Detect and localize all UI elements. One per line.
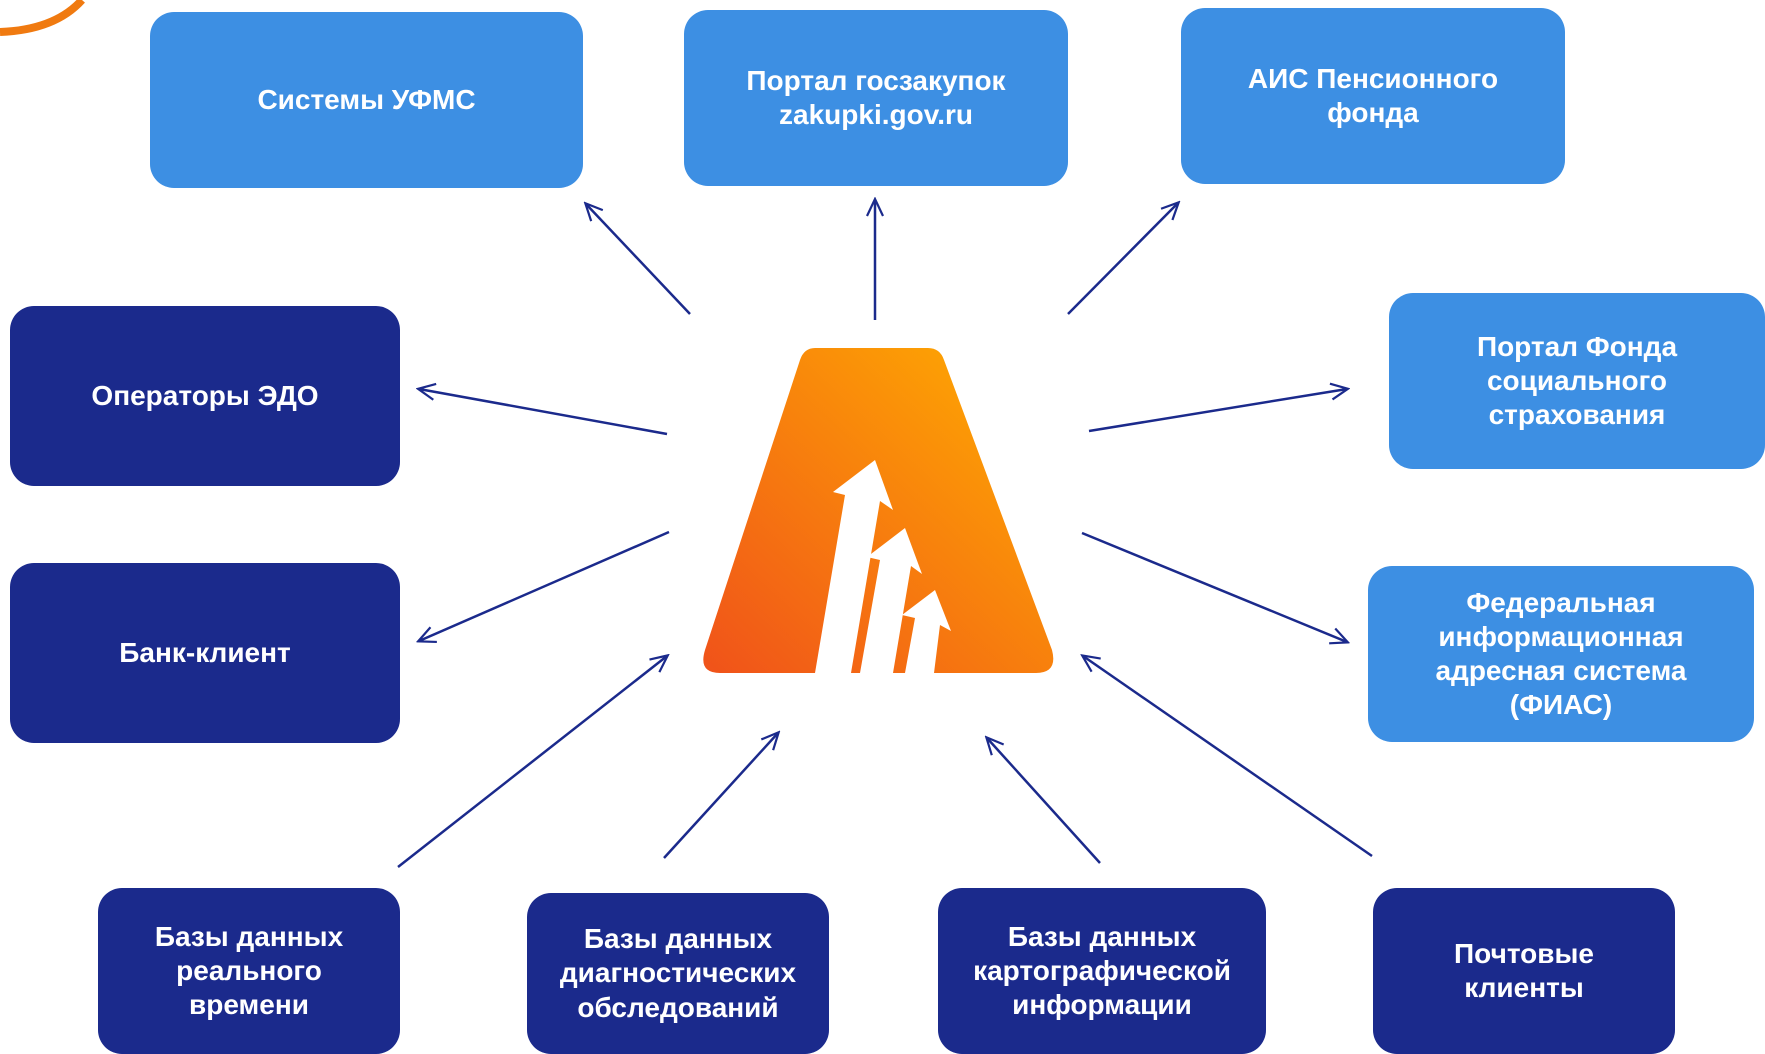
box-diagnostic-db: Базы данных диагностических обследований [527, 893, 829, 1054]
arrow-to-pfr [1067, 203, 1178, 315]
arrow-from-mail-clients [1083, 656, 1373, 858]
box-pfr-ais: АИС Пенсионного фонда [1181, 8, 1565, 184]
box-ufms-systems-label: Системы УФМС [257, 83, 476, 115]
box-cartographic-db-label: Базы данных картографической информации [973, 920, 1231, 1021]
box-mail-clients: Почтовые клиенты [1373, 888, 1675, 1054]
box-ufms-systems: Системы УФМС [150, 12, 583, 188]
box-mail-clients-label: Почтовые клиенты [1454, 937, 1594, 1003]
box-diagnostic-db-label: Базы данных диагностических обследований [559, 923, 797, 1023]
box-zakupki-portal: Портал госзакупок zakupki.gov.ru [684, 10, 1068, 186]
box-bank-client-label: Банк-клиент [119, 636, 291, 668]
box-realtime-db: Базы данных реального времени [98, 888, 400, 1054]
corner-ring-decoration [0, 0, 85, 36]
box-cartographic-db: Базы данных картографической информации [938, 888, 1266, 1054]
box-fss-portal: Портал Фонда социального страхования [1389, 293, 1765, 469]
arrow-from-realtime-db [397, 656, 667, 868]
arrow-to-fias [1081, 531, 1347, 642]
box-fss-portal-label: Портал Фонда социального страхования [1476, 330, 1678, 431]
box-fias: Федеральная информационная адресная сист… [1368, 566, 1754, 742]
box-realtime-db-label: Базы данных реального времени [154, 920, 344, 1021]
logo-rising-arrows [815, 460, 951, 673]
arrow-to-ufms [586, 204, 691, 315]
box-zakupki-portal-label: Портал госзакупок zakupki.gov.ru [746, 64, 1006, 130]
arrow-from-diagnostic-db [663, 733, 778, 859]
arrow-to-bank [419, 530, 670, 641]
arrow-to-edo [419, 389, 668, 436]
box-bank-client: Банк-клиент [10, 563, 400, 743]
arrow-from-cartographic-db [987, 738, 1101, 864]
box-pfr-ais-label: АИС Пенсионного фонда [1247, 62, 1499, 128]
box-edo-operators: Операторы ЭДО [10, 306, 400, 486]
box-edo-operators-label: Операторы ЭДО [91, 379, 319, 411]
arrow-to-fss [1088, 389, 1347, 433]
box-fias-label: Федеральная информационная адресная сист… [1435, 586, 1687, 721]
